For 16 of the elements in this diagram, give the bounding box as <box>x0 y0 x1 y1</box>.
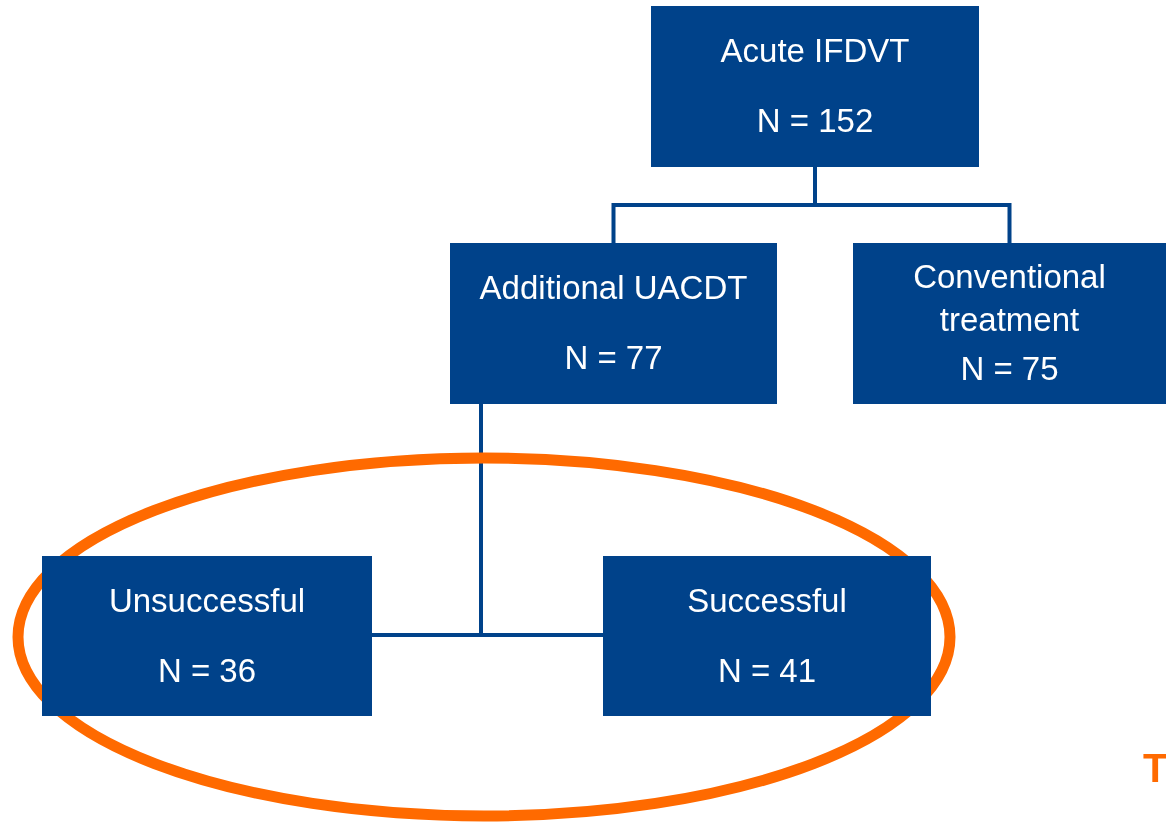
process-box <box>651 6 979 167</box>
process-box <box>853 243 1166 404</box>
count-text: N = 75 <box>960 349 1059 389</box>
highlight-ellipse <box>12 452 956 822</box>
process-box <box>603 556 931 716</box>
box-title: Conventional treatment <box>912 257 1107 340</box>
box-title: Unsuccessful <box>108 580 306 621</box>
process-box <box>450 243 777 404</box>
process-box <box>42 556 372 716</box>
count-text: N = 41 <box>717 650 817 691</box>
count-text: N = 152 <box>756 101 874 142</box>
box-title: Additional UACDT <box>479 267 748 308</box>
box-title: Successful <box>687 580 847 621</box>
count-text: N = 77 <box>564 338 663 379</box>
count-text: N = 36 <box>157 650 257 691</box>
box-title: Acute IFDVT <box>720 30 910 71</box>
